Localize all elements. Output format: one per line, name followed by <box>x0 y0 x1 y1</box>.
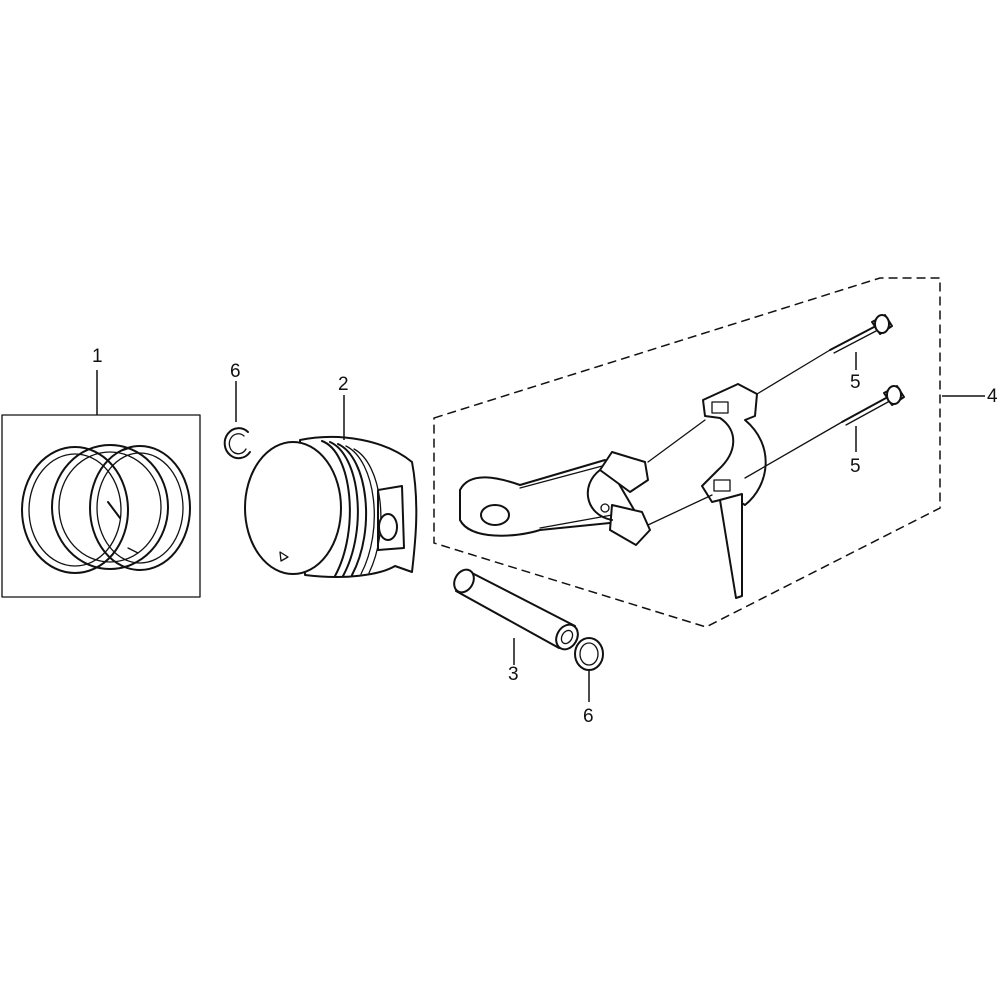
callout-2: 2 <box>338 374 349 395</box>
callout-1: 1 <box>92 346 103 367</box>
ring-set-frame <box>1 414 201 598</box>
piston-direction-mark-icon <box>279 551 289 562</box>
piston-ring-set[interactable] <box>1 414 201 598</box>
piston[interactable] <box>244 435 418 578</box>
callout-5a: 5 <box>850 372 861 393</box>
piston-pin-clip-upper[interactable] <box>223 427 251 460</box>
callout-3: 3 <box>508 664 519 685</box>
connecting-rod-group-frame <box>433 277 941 628</box>
callout-6a: 6 <box>230 361 241 382</box>
piston-pin[interactable] <box>450 566 582 653</box>
callout-5b: 5 <box>850 456 861 477</box>
connecting-rod-bolt-lower[interactable] <box>841 385 905 426</box>
callout-4: 4 <box>987 386 998 407</box>
callout-6b: 6 <box>583 706 594 727</box>
connecting-rod-bolt-upper[interactable] <box>829 314 893 354</box>
connecting-rod-cap[interactable] <box>701 383 767 599</box>
connecting-rod[interactable] <box>459 451 651 546</box>
piston-pin-clip-lower[interactable] <box>574 637 604 671</box>
